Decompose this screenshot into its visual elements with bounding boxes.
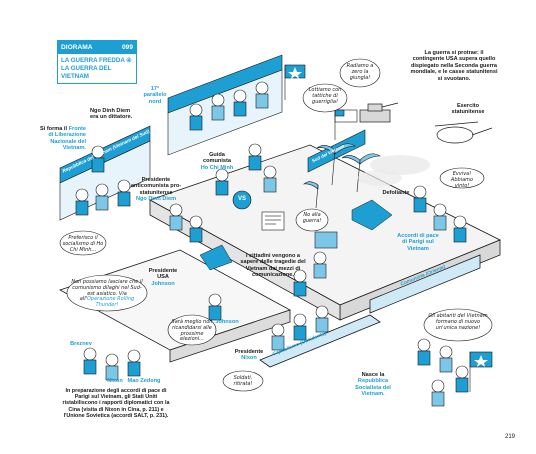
caption-brezhnev: Breznev: [70, 341, 92, 347]
caption-fronte-name: Fronte di Liberazione Nazionale del Viet…: [48, 126, 86, 152]
caption-esercito: Esercito statunitense: [451, 103, 485, 116]
vs-label: VS: [237, 196, 246, 202]
helicopter-icon: [434, 121, 493, 144]
caption-nixon: Nixon: [107, 378, 123, 384]
figures: [75, 81, 469, 407]
diorama-number: 099: [121, 44, 133, 51]
tv-icon: [314, 231, 338, 249]
caption-presidente-anti-name: Ngo Dinh Diem: [135, 196, 177, 203]
caption-fronte: Si forma il Fronte di Liberazione Nazion…: [34, 126, 86, 152]
caption-johnson: Johnson: [215, 319, 239, 325]
caption-defoliante: Defoliante: [382, 190, 410, 196]
bubble-operazione-link: Operazione Rolling Thunder!: [86, 296, 135, 308]
diorama-header: DIORAMA 099 LA GUERRA FREDDA ④ LA GUERRA…: [57, 40, 137, 85]
bubble-radiamo: Radiamo a zero la giungla!: [346, 63, 374, 81]
caption-presidente-usa-label: Presidente USA: [148, 268, 178, 281]
flag-icon: [284, 64, 493, 392]
bubble-preferisco: Preferisco il socialismo di Ho Chi Minh.…: [62, 235, 104, 253]
palm-tree-icon: [302, 143, 382, 209]
bubble-non-possiamo-text: Non possiamo lasciare che il comunismo d…: [71, 279, 143, 303]
caption-nasce: Nasce la Repubblica Socialista del Vietn…: [348, 372, 398, 398]
diorama-title-line1: LA GUERRA FREDDA ④: [61, 57, 132, 64]
bubble-non-possiamo: Non possiamo lasciare che il comunismo d…: [71, 279, 143, 309]
caption-presidente-nixon-label: Presidente: [234, 349, 264, 355]
defoliant-cloud: [358, 155, 430, 186]
caption-presidente-anti: Presidente anticomunista pro-statunitens…: [130, 177, 182, 203]
diorama-title-line2: LA GUERRA DEL VIETNAM: [61, 64, 112, 80]
bubble-sara-meglio: Sarà meglio non ricandidarsi alle prossi…: [171, 319, 213, 343]
caption-nasce-prefix: Nasce la: [361, 372, 385, 378]
caption-parallel: 17° parallelo nord: [143, 86, 167, 105]
caption-guida-label: Guida comunista: [203, 152, 231, 165]
caption-ngo-dittatore: Ngo Dinh Diem era un dittatore.: [90, 108, 133, 121]
caption-guida: Guida comunista Ho Chi Minh: [196, 152, 238, 171]
newspaper-icon: [261, 211, 285, 231]
bubble-lottiamo: Lottiamo con tattiche di guerriglia!: [308, 87, 342, 105]
north-wall: [167, 54, 283, 156]
tank-icon: [359, 102, 399, 123]
caption-presidente-nixon-name: Nixon: [241, 355, 257, 362]
diorama-label: DIORAMA: [61, 44, 93, 51]
diorama-header-top: DIORAMA 099: [58, 41, 136, 54]
vs-badge: [232, 190, 252, 210]
caption-accordi: Accordi di pace di Parigi sul Vietnam: [397, 233, 439, 252]
caption-mao: Mao Zedong: [127, 378, 161, 384]
bubble-no-guerra: No alla guerra!: [302, 212, 322, 224]
diorama-title: LA GUERRA FREDDA ④ LA GUERRA DEL VIETNAM: [58, 54, 136, 83]
caption-presidente-usa: Presidente USA Johnson: [146, 268, 180, 287]
arrow-icon: [199, 199, 393, 271]
caption-fronte-prefix: Si forma il: [39, 126, 68, 132]
page-number: 219: [505, 434, 516, 440]
bubble-gli-abitanti: Gli abitanti del Vietnam formano di nuov…: [428, 313, 488, 331]
bubble-soldati: Soldati, ritirata!: [233, 375, 253, 387]
caption-presidente-anti-label: Presidente anticomunista pro-statunitens…: [130, 177, 182, 196]
speech-bubbles: [59, 58, 493, 392]
caption-bottom-paragraph: In preparazione degli accordi di pace di…: [62, 388, 170, 419]
caption-guerra-protrae: La guerra si protrae: il contingente USA…: [410, 50, 498, 82]
caption-nasce-name: Repubblica Socialista del Vietnam.: [355, 378, 391, 398]
bubble-evviva: Evviva! Abbiamo vinto!: [450, 171, 474, 189]
caption-presidente-usa-name: Johnson: [151, 280, 175, 287]
caption-guida-name: Ho Chi Minh: [200, 164, 234, 171]
caption-presidente-nixon: Presidente Nixon: [234, 349, 264, 362]
caption-cittadini: I cittadini vengono a sapere delle trage…: [240, 253, 306, 279]
